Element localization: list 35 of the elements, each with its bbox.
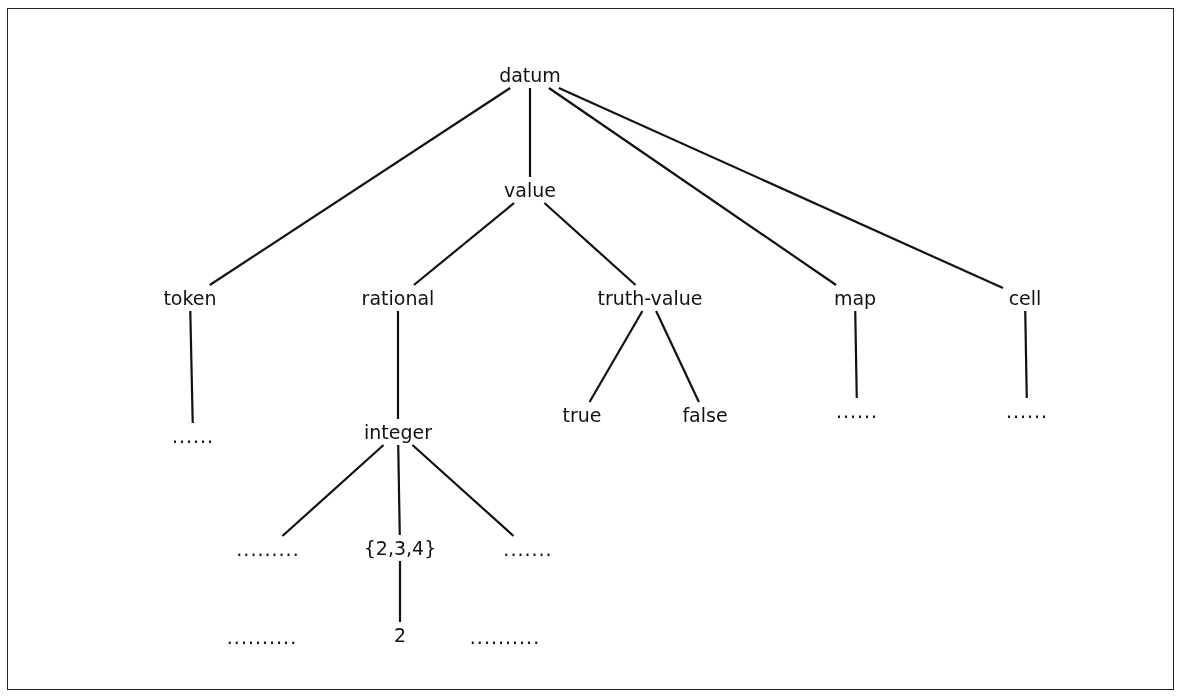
- ellipsis-label: ......: [999, 398, 1055, 424]
- tree-line: [411, 444, 515, 537]
- tree-label: datum: [494, 62, 566, 88]
- ellipsis-label: .........: [227, 536, 309, 562]
- tree-label: false: [675, 402, 735, 428]
- tree-line: [397, 445, 401, 535]
- tree-line: [189, 310, 194, 424]
- tree-line: [398, 561, 402, 622]
- ellipsis-label: ..........: [459, 624, 551, 650]
- tree-label: 2: [387, 622, 413, 648]
- tree-label: token: [158, 285, 222, 311]
- ellipsis-label: ......: [165, 423, 221, 449]
- tree-line: [543, 202, 637, 286]
- tree-label: rational: [355, 285, 441, 311]
- tree-label: truth-value: [589, 285, 711, 311]
- tree-label: map: [832, 285, 878, 311]
- tree-label: integer: [355, 419, 441, 445]
- tree-line: [558, 87, 1004, 290]
- tree-line: [396, 311, 400, 419]
- tree-line: [281, 444, 385, 537]
- tree-label: value: [501, 177, 559, 203]
- tree-line: [528, 88, 532, 177]
- tree-line: [854, 311, 858, 398]
- ellipsis-label: ......: [829, 398, 885, 424]
- ellipsis-label: ..........: [216, 624, 308, 650]
- tree-label: {2,3,4}: [358, 535, 442, 561]
- tree-label: true: [557, 402, 607, 428]
- tree-line: [1024, 311, 1028, 398]
- tree-line: [655, 310, 700, 403]
- tree-line: [548, 87, 837, 286]
- tree-line: [588, 310, 644, 403]
- tree-line: [413, 202, 515, 286]
- ellipsis-label: .......: [496, 536, 560, 562]
- tree-line: [209, 87, 511, 286]
- tree-label: cell: [1003, 285, 1047, 311]
